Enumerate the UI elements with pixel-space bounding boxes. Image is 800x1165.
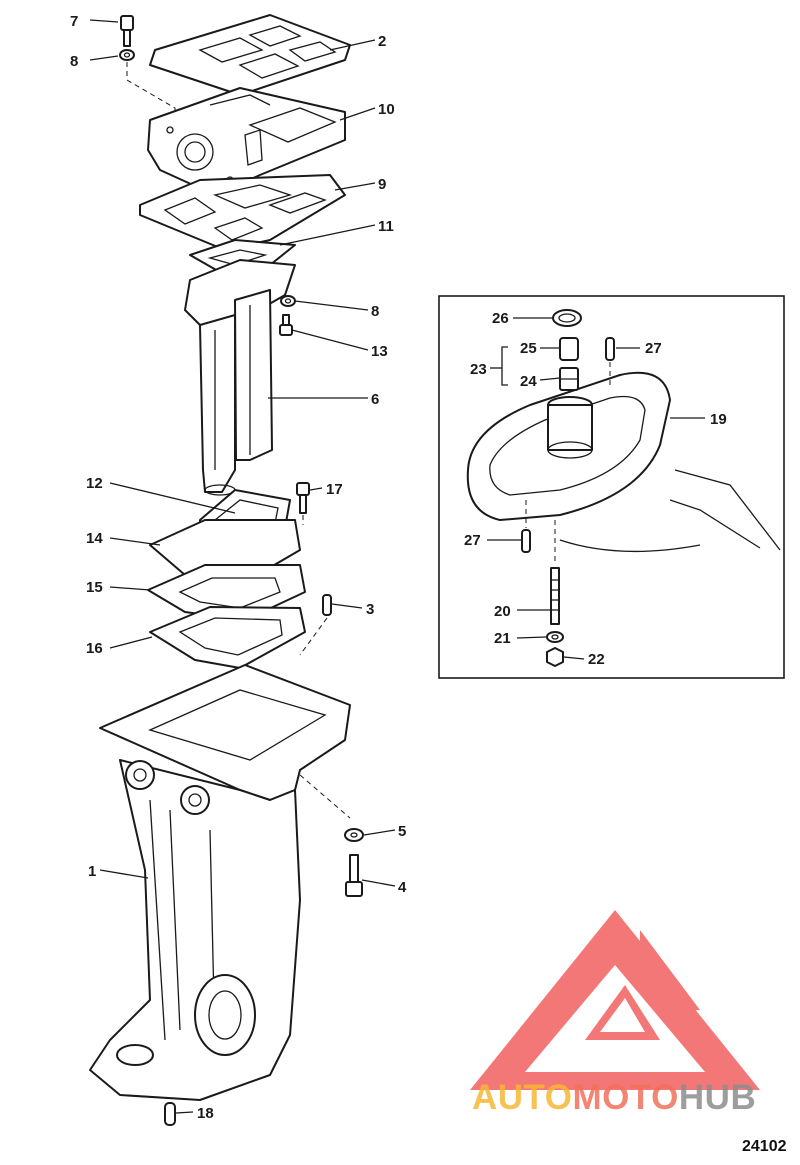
callout-23: 23 [470,361,487,378]
callout-5: 5 [398,823,406,840]
part-25-bushing [559,337,579,361]
callout-13: 13 [371,343,388,360]
part-27-pin-bottom [521,529,531,553]
part-7-bolt [120,15,134,47]
part-6-exhaust-tube [184,259,296,496]
assembly-line-7 [126,62,176,140]
part-26-retaining-ring [552,309,582,327]
callout-11: 11 [378,218,394,235]
callout-8-top: 8 [70,53,78,70]
automotohub-wordmark: AUTOMOTOHUB [472,1078,756,1118]
callout-25: 25 [520,340,537,357]
part-2-gasket [149,14,351,96]
callout-7: 7 [70,13,78,30]
figure-number: 24102 [742,1138,787,1155]
callout-15: 15 [86,579,103,596]
callout-6: 6 [371,391,379,408]
part-17-screw [296,482,310,514]
callout-26: 26 [492,310,509,327]
callout-4: 4 [398,879,407,896]
part-8-washer-top [119,49,135,61]
part-5-washer [344,828,364,842]
callout-9: 9 [378,176,386,193]
part-4-bolt [345,854,363,897]
wordmark-moto: MOTO [572,1078,679,1117]
part-15-gasket [147,564,306,621]
callout-1: 1 [88,863,96,880]
assembly-line-5 [299,774,351,819]
callout-16: 16 [86,640,103,657]
callout-27-top: 27 [645,340,662,357]
callout-17: 17 [326,481,343,498]
part-8-washer-mid [280,295,296,307]
part-10-adapter-plate [147,87,346,196]
callout-14: 14 [86,530,103,547]
part-3-dowel-pin [322,594,332,616]
assembly-line-3 [299,617,328,656]
inset-box [438,295,785,679]
callout-12: 12 [86,475,103,492]
callout-21: 21 [494,630,511,647]
callout-10: 10 [378,101,395,118]
part-22-nut [546,647,564,667]
callout-27-bottom: 27 [464,532,481,549]
automotohub-logo [470,910,760,1090]
callout-20: 20 [494,603,511,620]
part-24-bearing [559,367,579,391]
part-19-water-pump-base [466,371,781,553]
part-13-bolt [279,314,293,336]
part-20-stud [550,567,560,625]
part-27-pin-top [605,337,615,361]
part-21-washer [546,631,564,643]
part-1-driveshaft-housing [89,664,351,1101]
callout-numbers: 7 8 2 10 9 11 8 13 6 12 17 14 15 16 3 5 … [70,13,727,1122]
part-18-pin [164,1102,176,1126]
part-16-gasket [149,606,306,669]
part-11-gasket [189,239,296,276]
callout-2: 2 [378,33,386,50]
callout-24: 24 [520,373,537,390]
callout-3: 3 [366,601,374,618]
callout-22: 22 [588,651,605,668]
wordmark-auto: AUTO [472,1078,573,1117]
callout-8-mid: 8 [371,303,379,320]
callout-19: 19 [710,411,727,428]
callout-18: 18 [197,1105,214,1122]
part-9-gasket [139,174,346,251]
wordmark-hub: HUB [678,1078,757,1117]
leader-lines [89,19,705,1114]
